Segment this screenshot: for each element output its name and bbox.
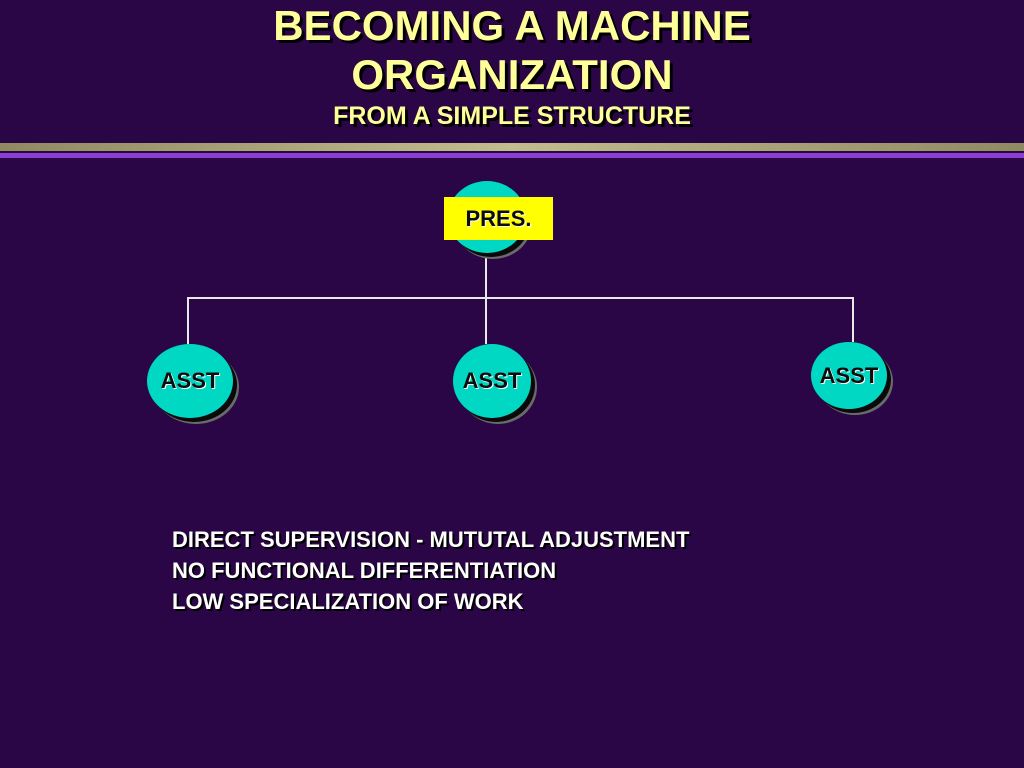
asst-node-right: ASST [811,342,887,409]
bullet-list: DIRECT SUPERVISION - MUTUTAL ADJUSTMENT … [172,524,689,617]
bullet-item: LOW SPECIALIZATION OF WORK [172,589,524,614]
slide-title-line-1: BECOMING A MACHINE [273,2,751,49]
connector-horizontal [187,297,854,299]
slide-title-line-2: ORGANIZATION [351,51,673,98]
connector-asst-left [187,297,189,344]
slide-subtitle: FROM A SIMPLE STRUCTURE [333,102,691,130]
connector-pres-vertical [485,240,487,298]
asst-node-left: ASST [147,344,233,418]
connector-asst-center [485,297,487,344]
bullet-item: DIRECT SUPERVISION - MUTUTAL ADJUSTMENT [172,527,690,552]
title-divider-gold [0,143,1024,151]
asst-node-center: ASST [453,344,531,418]
bullet-item: NO FUNCTIONAL DIFFERENTIATION [172,558,557,583]
pres-label: PRES. [444,197,553,240]
title-divider-purple [0,153,1024,158]
connector-asst-right [852,297,854,342]
